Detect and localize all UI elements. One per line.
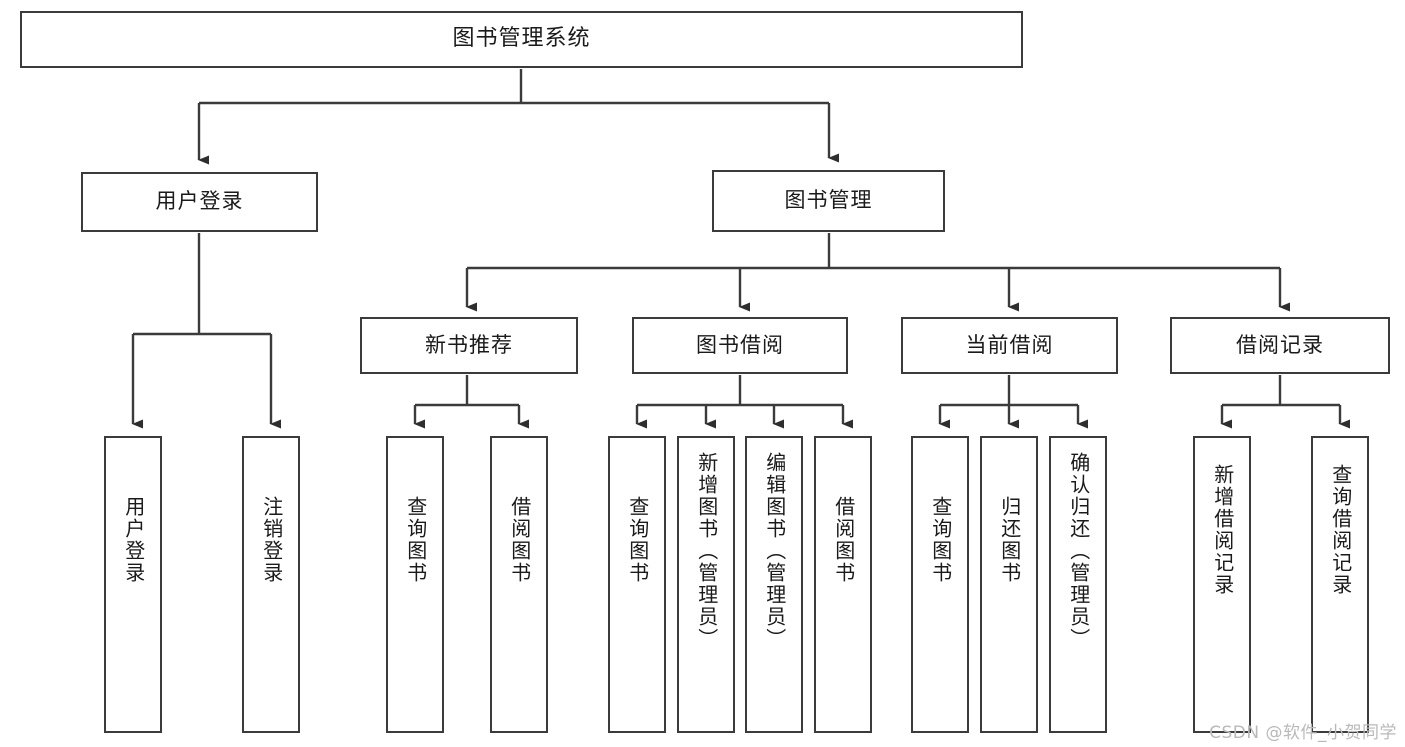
- leaf-return-book-label: 归还图书: [997, 496, 1022, 584]
- leaf-borrow-book-1[interactable]: 借阅图书: [490, 436, 548, 733]
- node-user-login[interactable]: 用户登录: [81, 172, 318, 232]
- leaf-query-book-2-label: 查询图书: [625, 496, 650, 584]
- leaf-query-record[interactable]: 查询借阅记录: [1311, 436, 1369, 733]
- leaf-confirm-return-label: 确认归还（管理员）: [1066, 452, 1091, 650]
- leaf-edit-book-label: 编辑图书（管理员）: [762, 452, 787, 650]
- node-user-login-label: 用户登录: [155, 189, 244, 214]
- leaf-borrow-book-2-label: 借阅图书: [831, 496, 856, 584]
- leaf-return-book[interactable]: 归还图书: [980, 436, 1038, 733]
- leaf-user-login-label: 用户登录: [121, 496, 146, 584]
- leaf-user-logout[interactable]: 注销登录: [242, 436, 300, 733]
- leaf-query-record-label: 查询借阅记录: [1328, 464, 1353, 596]
- node-new-book-rec[interactable]: 新书推荐: [360, 317, 578, 374]
- node-book-borrow-label: 图书借阅: [696, 332, 784, 357]
- leaf-query-book-1-label: 查询图书: [403, 496, 428, 584]
- leaf-add-record-label: 新增借阅记录: [1210, 464, 1235, 596]
- node-root-label: 图书管理系统: [452, 26, 591, 52]
- node-current-borrow[interactable]: 当前借阅: [901, 317, 1118, 374]
- leaf-add-book[interactable]: 新增图书（管理员）: [677, 436, 735, 733]
- node-current-borrow-label: 当前借阅: [965, 332, 1054, 357]
- node-borrow-record[interactable]: 借阅记录: [1170, 317, 1390, 374]
- node-book-borrow[interactable]: 图书借阅: [632, 317, 848, 374]
- leaf-borrow-book-1-label: 借阅图书: [507, 496, 532, 584]
- csdn-watermark: CSDN @软件_小贺同学: [1209, 723, 1397, 743]
- leaf-user-logout-label: 注销登录: [259, 496, 284, 584]
- leaf-user-login[interactable]: 用户登录: [104, 436, 162, 733]
- leaf-edit-book[interactable]: 编辑图书（管理员）: [745, 436, 803, 733]
- leaf-query-book-1[interactable]: 查询图书: [386, 436, 444, 733]
- node-book-manage-label: 图书管理: [784, 188, 873, 213]
- leaf-confirm-return[interactable]: 确认归还（管理员）: [1049, 436, 1107, 733]
- leaf-add-book-label: 新增图书（管理员）: [694, 452, 719, 650]
- leaf-query-book-3[interactable]: 查询图书: [911, 436, 969, 733]
- leaf-query-book-2[interactable]: 查询图书: [608, 436, 666, 733]
- leaf-add-record[interactable]: 新增借阅记录: [1193, 436, 1251, 733]
- leaf-query-book-3-label: 查询图书: [928, 496, 953, 584]
- node-root[interactable]: 图书管理系统: [20, 11, 1023, 68]
- node-borrow-record-label: 借阅记录: [1236, 332, 1324, 357]
- node-new-book-rec-label: 新书推荐: [425, 332, 513, 357]
- node-book-manage[interactable]: 图书管理: [712, 170, 945, 232]
- leaf-borrow-book-2[interactable]: 借阅图书: [814, 436, 872, 733]
